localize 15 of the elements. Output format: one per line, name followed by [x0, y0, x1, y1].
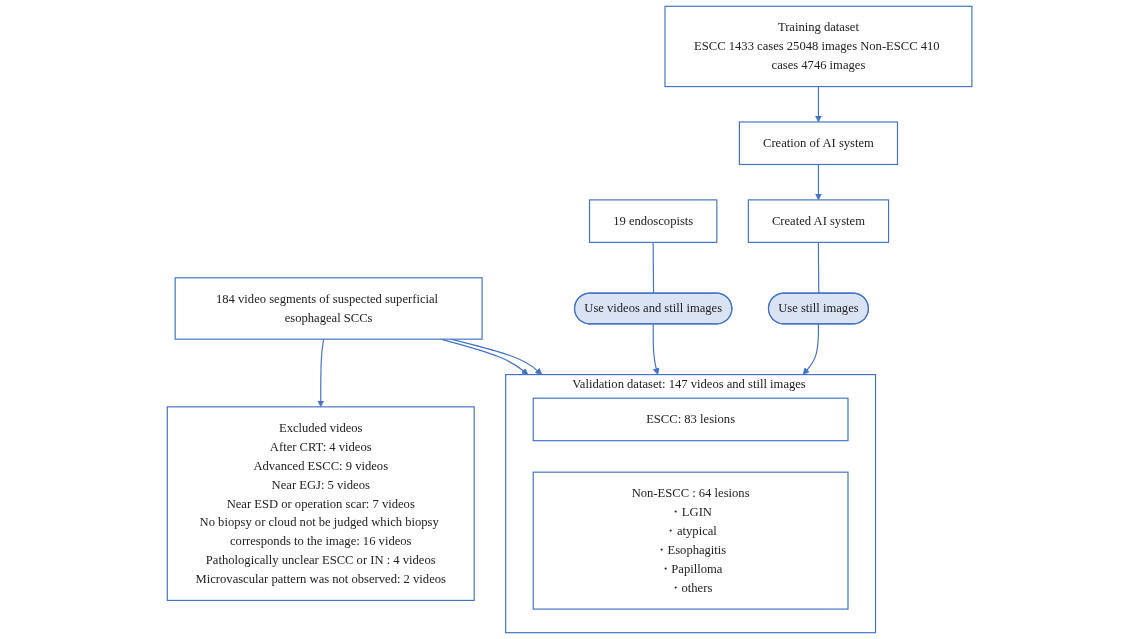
arrow [652, 323, 660, 375]
node-box: Non-ESCC : 64 lesions ・LGIN ・atypical ・Esophagitis ・Papilloma ・others [532, 471, 849, 610]
connector [817, 241, 820, 295]
node-box: Created AI system [747, 199, 890, 243]
arrow [814, 163, 822, 201]
node-box: 184 video segments of suspected superficial esophageal SCCs [174, 277, 483, 340]
connector [652, 241, 655, 295]
node-box: 19 endoscopists [588, 199, 718, 243]
arrow [814, 85, 822, 123]
node-box: Creation of AI system [738, 121, 898, 166]
node-box: ESCC: 83 lesions [532, 397, 849, 442]
node-box: Training dataset ESCC 1433 cases 25048 images Non-ESCC 410 cases 4746 images [664, 5, 973, 88]
node-box: Excluded videos After CRT: 4 videos Advanced ESCC: 9 videos Near EGJ: 5 videos Near ESD or operation scar: 7 videos No biopsy or cloud not be judged which biopsy corresponds to the image: 16 videos Pathologically unclear ESCC or IN : 4 videos Microvascular pattern was not observed: 2 videos [166, 406, 475, 601]
arrow [802, 323, 819, 375]
arrow [317, 338, 325, 408]
